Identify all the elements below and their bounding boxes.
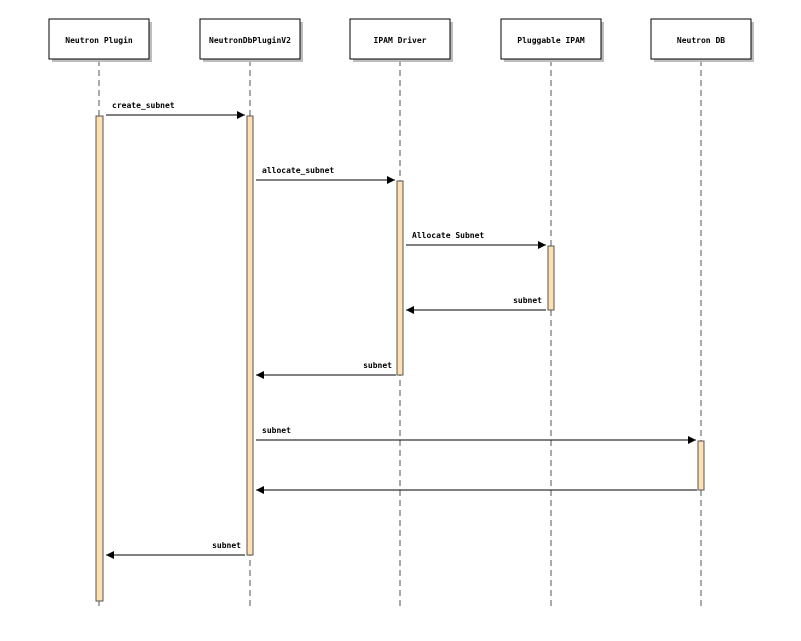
message-label: create_subnet [112, 101, 175, 110]
message-label: Allocate Subnet [412, 231, 484, 240]
participant-label: Neutron DB [677, 36, 725, 45]
message-allocate-subnet: allocate_subnet [256, 166, 395, 184]
message-label: subnet [513, 296, 542, 305]
message-return-subnet-driver: subnet [256, 361, 396, 379]
participant-label: NeutronDbPluginV2 [209, 35, 291, 45]
message-label: subnet [363, 361, 392, 370]
participant-neutron-db-plugin-v2: NeutronDbPluginV2 [199, 18, 303, 62]
message-label: subnet [262, 426, 291, 435]
activation-neutron-db-plugin-v2 [246, 115, 254, 556]
message-subnet-to-db: subnet [256, 426, 696, 444]
message-create-subnet: create_subnet [106, 101, 245, 119]
activation-neutron-db [697, 440, 705, 491]
participant-neutron-plugin: Neutron Plugin [48, 18, 152, 62]
message-label: allocate_subnet [262, 166, 334, 175]
activation-pluggable-ipam [547, 245, 555, 311]
message-return-subnet-ipam: subnet [406, 296, 546, 314]
message-allocate-subnet-ipam: Allocate Subnet [406, 231, 546, 249]
participant-neutron-db: Neutron DB [650, 18, 754, 62]
message-return-subnet-plugin: subnet [106, 541, 245, 559]
participant-ipam-driver: IPAM Driver [349, 18, 453, 62]
participant-pluggable-ipam: Pluggable IPAM [500, 18, 604, 62]
message-label: subnet [212, 541, 241, 550]
activation-neutron-plugin [95, 115, 104, 602]
participant-label: Pluggable IPAM [517, 36, 585, 45]
participant-label: IPAM Driver [374, 35, 427, 45]
activation-ipam-driver [396, 180, 404, 376]
participant-label: Neutron Plugin [65, 35, 133, 45]
